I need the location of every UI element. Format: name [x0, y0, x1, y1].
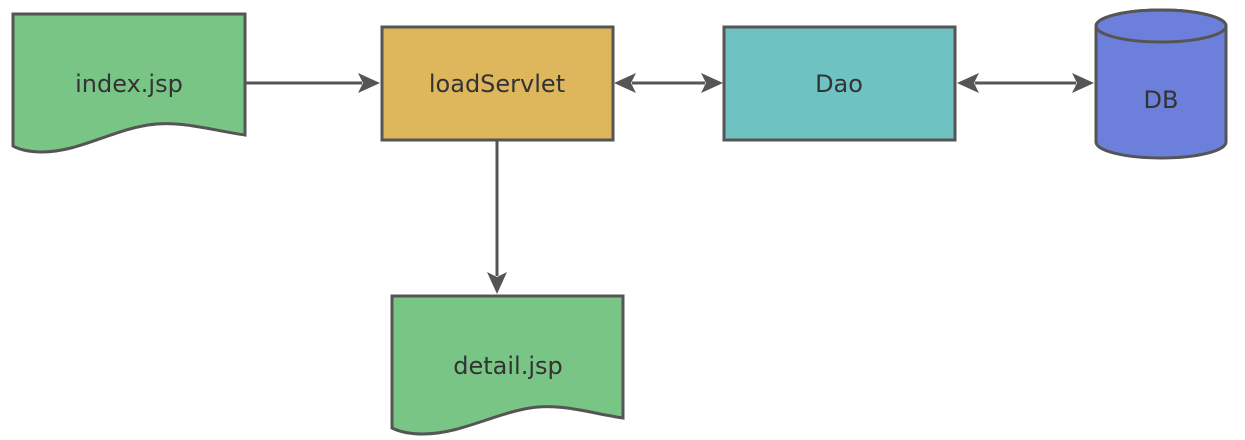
node-db[interactable]: DB [1094, 8, 1228, 160]
arrowhead-right-icon [358, 73, 380, 93]
arrowhead-down-icon [487, 272, 507, 294]
node-index-jsp[interactable]: index.jsp [11, 12, 247, 154]
node-label: DB [1144, 86, 1179, 114]
node-load-servlet[interactable]: loadServlet [380, 25, 615, 142]
node-label: loadServlet [429, 70, 565, 98]
document-shape [390, 294, 625, 436]
arrowhead-right-icon [1072, 73, 1094, 93]
cylinder-top-shape [1094, 8, 1228, 44]
edge-dao-db [957, 73, 1094, 93]
node-label: index.jsp [75, 70, 183, 98]
node-dao[interactable]: Dao [722, 25, 957, 142]
arrowhead-right-icon [701, 73, 723, 93]
rectangle-shape [380, 25, 615, 142]
edge-index-to-servlet [245, 73, 380, 93]
arrowhead-left-icon [614, 73, 636, 93]
node-detail-jsp[interactable]: detail.jsp [390, 294, 625, 436]
node-label: Dao [815, 70, 863, 98]
node-label: detail.jsp [453, 352, 563, 380]
rectangle-shape [722, 25, 957, 142]
arrowhead-left-icon [957, 73, 979, 93]
edge-servlet-to-detail [487, 140, 507, 294]
document-shape [11, 12, 247, 154]
edge-servlet-dao [614, 73, 723, 93]
